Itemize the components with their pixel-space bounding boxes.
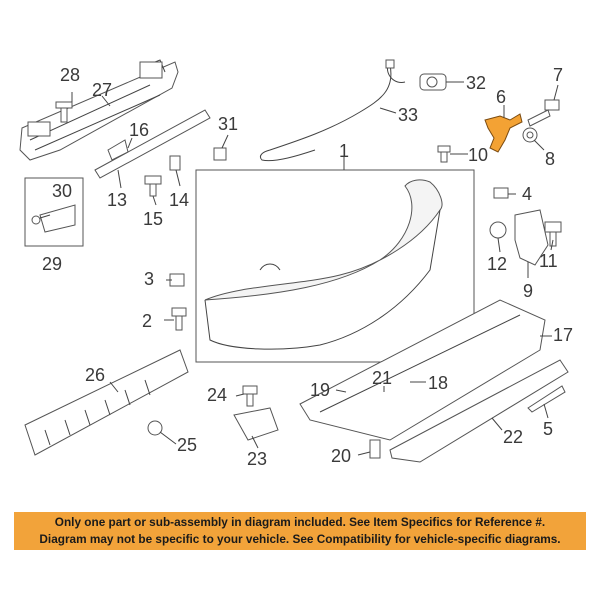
callout-9: 9 [523, 281, 533, 301]
callout-13: 13 [107, 190, 127, 210]
part-bolt-20 [369, 439, 381, 459]
part-trim-5 [527, 385, 566, 413]
part-bumper-cover [195, 169, 475, 363]
callout-12: 12 [487, 254, 507, 274]
callout-25: 25 [177, 435, 197, 455]
part-bracket-6-highlighted [484, 113, 523, 153]
leader-lines [39, 81, 559, 456]
part-bolt-15 [144, 175, 162, 197]
callout-2: 2 [142, 311, 152, 331]
callout-17: 17 [553, 325, 573, 345]
callout-14: 14 [169, 190, 189, 210]
callout-5: 5 [543, 419, 553, 439]
callout-19: 19 [310, 380, 330, 400]
part-bracket-box-29 [24, 177, 84, 247]
part-bolt-28 [55, 101, 73, 123]
part-clip-14 [169, 155, 181, 171]
part-nut-12 [489, 221, 507, 239]
disclaimer-line-2: Diagram may not be specific to your vehi… [39, 532, 561, 546]
callout-21: 21 [372, 368, 392, 388]
callout-6: 6 [496, 87, 506, 107]
part-clip-25 [147, 420, 163, 436]
callout-10: 10 [468, 145, 488, 165]
part-bolt-11 [544, 221, 562, 247]
part-energy-absorber-26 [24, 349, 189, 456]
callout-23: 23 [247, 449, 267, 469]
callout-15: 15 [143, 209, 163, 229]
disclaimer-line-1: Only one part or sub-assembly in diagram… [54, 515, 546, 529]
callout-16: 16 [129, 120, 149, 140]
part-bolt-7 [527, 99, 560, 127]
callout-26: 26 [85, 365, 105, 385]
callout-22: 22 [503, 427, 523, 447]
part-washer-8 [522, 127, 538, 143]
callout-labels: 1 2 3 4 5 6 7 8 9 10 11 12 13 14 15 16 1… [42, 65, 573, 469]
part-sensor-32 [419, 73, 447, 91]
part-lower-valance-17-22 [299, 299, 569, 463]
part-bumper-rail [94, 109, 211, 179]
callout-32: 32 [466, 73, 486, 93]
callout-1: 1 [339, 141, 349, 161]
part-bracket-9 [514, 209, 549, 266]
part-reinforcement-bar [19, 59, 179, 161]
callout-30: 30 [52, 181, 72, 201]
callout-4: 4 [522, 184, 532, 204]
callout-29: 29 [42, 254, 62, 274]
part-pin-10 [437, 145, 451, 163]
part-bolt-2 [171, 307, 187, 331]
part-clip-4 [493, 187, 509, 199]
part-bracket-23 [233, 407, 279, 441]
callout-33: 33 [398, 105, 418, 125]
callout-3: 3 [144, 269, 154, 289]
part-wiring-harness-33 [259, 59, 406, 162]
part-clip-3 [169, 273, 185, 287]
disclaimer-banner: Only one part or sub-assembly in diagram… [14, 512, 586, 550]
part-clip-31 [213, 147, 227, 161]
callout-7: 7 [553, 65, 563, 85]
callout-20: 20 [331, 446, 351, 466]
callout-18: 18 [428, 373, 448, 393]
callout-31: 31 [218, 114, 238, 134]
callout-28: 28 [60, 65, 80, 85]
callout-11: 11 [539, 251, 558, 271]
callout-27: 27 [92, 80, 112, 100]
part-bolt-24 [242, 385, 258, 407]
callout-24: 24 [207, 385, 227, 405]
callout-8: 8 [545, 149, 555, 169]
